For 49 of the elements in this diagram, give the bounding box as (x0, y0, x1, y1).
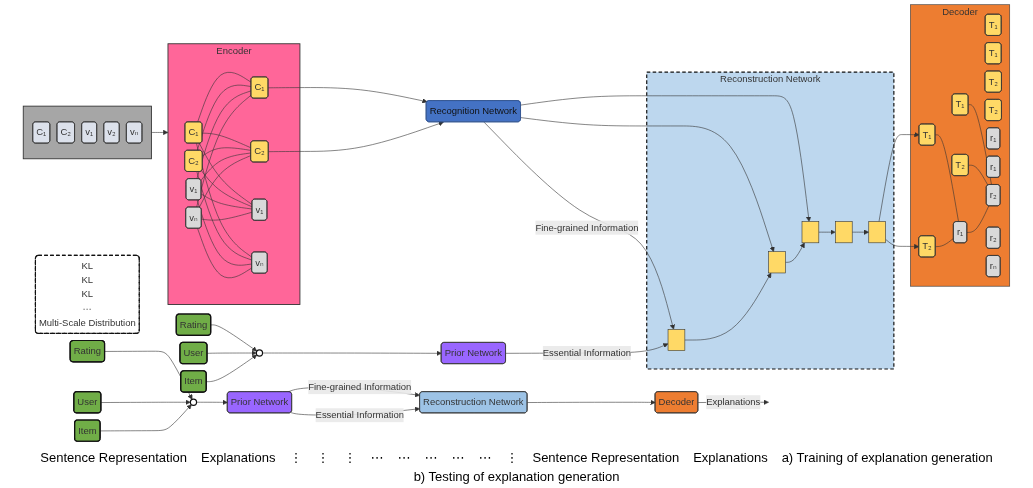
connector (200, 152, 252, 181)
note-label: ⋯ (424, 450, 438, 465)
note-label: Sentence Representation (532, 450, 680, 465)
connector (196, 94, 252, 208)
note-label: Explanations (693, 450, 768, 465)
note-label: Sentence Representation (40, 450, 187, 465)
connector (196, 143, 253, 258)
note-label: ⋯ (451, 450, 465, 465)
note-label: ⋯ (370, 450, 384, 465)
edge-label: Explanations (706, 396, 761, 407)
connector (935, 134, 959, 223)
note-label: b) Testing of explanation generation (413, 469, 620, 484)
connector (968, 104, 992, 186)
connector (199, 155, 252, 208)
connector (196, 90, 252, 180)
note-label: Explanations (201, 450, 276, 465)
connector (966, 205, 990, 233)
connector (197, 72, 252, 123)
note-label: a) Training of explanation generation (781, 450, 993, 465)
cluster (22, 105, 152, 160)
note-label: ⋮ (505, 450, 519, 465)
cluster: Reconstruction Network (646, 71, 895, 370)
note-label: ⋮ (316, 450, 330, 465)
note-label: ⋯ (478, 450, 492, 465)
note-label: ⋮ (343, 450, 357, 465)
connector (935, 237, 954, 247)
node-circle (189, 398, 198, 406)
connector (196, 171, 253, 261)
connector (196, 84, 252, 151)
edge-label: Essential Information (542, 347, 632, 358)
node-bar (868, 221, 886, 244)
connector (197, 228, 253, 279)
node-bar (667, 329, 686, 351)
connector (201, 170, 253, 208)
connector (201, 211, 253, 221)
connector (201, 193, 253, 210)
node-bar (801, 221, 820, 244)
node-bar (768, 251, 786, 274)
note-label: ⋮ (289, 450, 303, 465)
edge-label: Fine-grained Information (535, 222, 639, 233)
note-label: ⋯ (397, 450, 411, 465)
connector (202, 132, 252, 149)
connector (199, 143, 253, 205)
node-bar (835, 221, 853, 244)
connector (202, 147, 252, 157)
connector (968, 164, 989, 186)
node-circle (255, 349, 264, 357)
edge-label: Essential Information (315, 409, 404, 420)
edge-label: Fine-grained Information (308, 381, 412, 392)
